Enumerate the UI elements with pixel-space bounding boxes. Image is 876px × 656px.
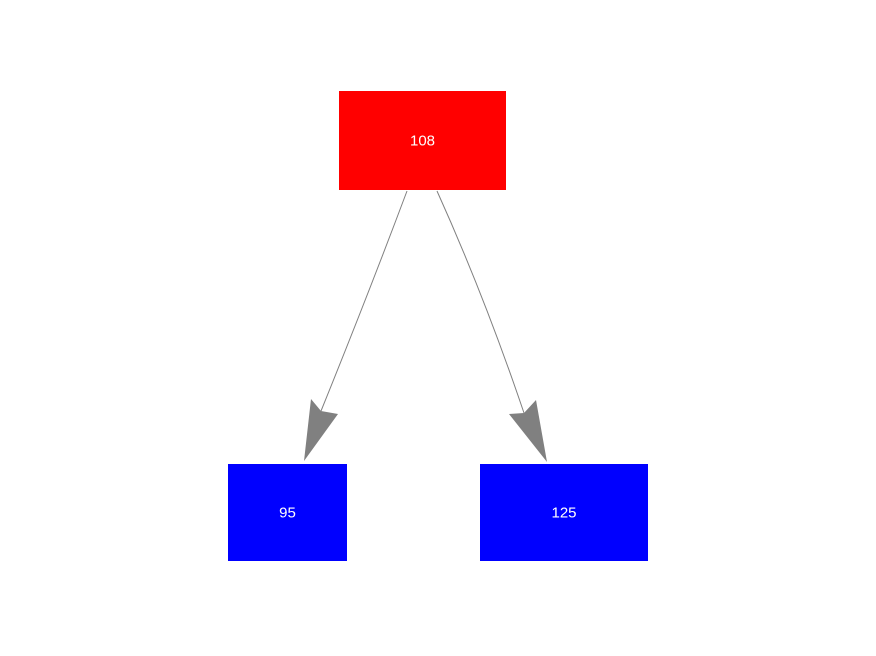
node-left-child-box (228, 464, 347, 561)
arrowhead-icon-left (304, 399, 338, 461)
node-root-box (339, 91, 506, 190)
edge-line-right (436, 190, 525, 414)
edge-root-to-left-child (304, 190, 408, 461)
node-root-label: 108 (410, 133, 435, 150)
node-left-child: 95 (228, 464, 347, 561)
edge-root-to-right-child (436, 190, 547, 462)
node-right-child-box (480, 464, 648, 561)
node-root: 108 (339, 91, 506, 190)
node-right-child: 125 (480, 464, 648, 561)
arrowhead-icon-right (509, 400, 547, 462)
node-right-child-label: 125 (551, 505, 576, 522)
node-left-child-label: 95 (279, 505, 296, 522)
edge-line-left (320, 190, 408, 412)
